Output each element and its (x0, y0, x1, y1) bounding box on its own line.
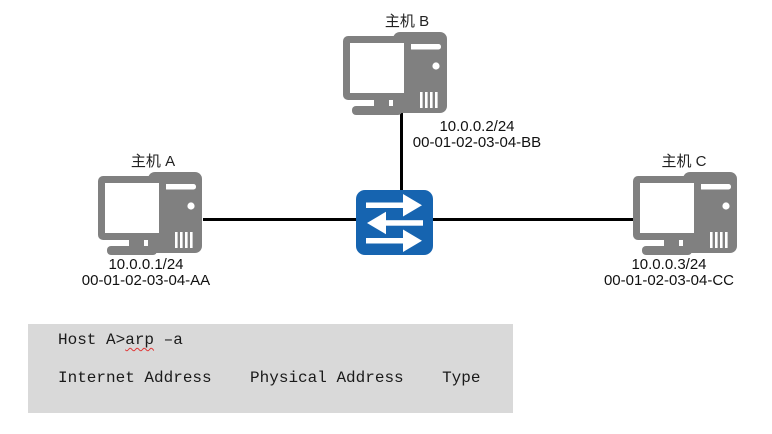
console-command-args: –a (154, 331, 183, 349)
cable-host-b-to-switch (400, 107, 403, 191)
host-a-ip: 10.0.0.1/24 (108, 256, 184, 273)
host-b-label: 主机 B (384, 13, 430, 30)
console-output-box: Host A>arp –a Internet Address Physical … (28, 324, 513, 413)
host-a-addresses: 10.0.0.1/24 00-01-02-03-04-AA (56, 257, 236, 289)
host-c-mac: 00-01-02-03-04-CC (603, 272, 735, 289)
host-b-ip: 10.0.0.2/24 (439, 118, 515, 135)
host-c-label: 主机 C (661, 153, 707, 170)
ethernet-switch-icon (356, 190, 433, 255)
cable-host-a-to-switch (203, 218, 357, 221)
host-c-computer-icon (633, 172, 737, 255)
console-command-line: Host A>arp –a (58, 331, 183, 349)
console-prompt: Host A> (58, 331, 126, 349)
host-a-computer-icon (98, 172, 202, 255)
host-a-label: 主机 A (130, 153, 176, 170)
host-b-mac: 00-01-02-03-04-BB (412, 134, 542, 151)
console-command: arp (125, 331, 155, 349)
switch-arrows-icon (366, 194, 423, 252)
host-c-addresses: 10.0.0.3/24 00-01-02-03-04-CC (579, 257, 759, 289)
cable-switch-to-host-c (433, 218, 637, 221)
host-b-addresses: 10.0.0.2/24 00-01-02-03-04-BB (387, 119, 567, 151)
host-c-ip: 10.0.0.3/24 (631, 256, 707, 273)
host-b-computer-icon (343, 32, 447, 115)
console-table-header: Internet Address Physical Address Type (58, 369, 481, 387)
host-a-mac: 00-01-02-03-04-AA (81, 272, 211, 289)
